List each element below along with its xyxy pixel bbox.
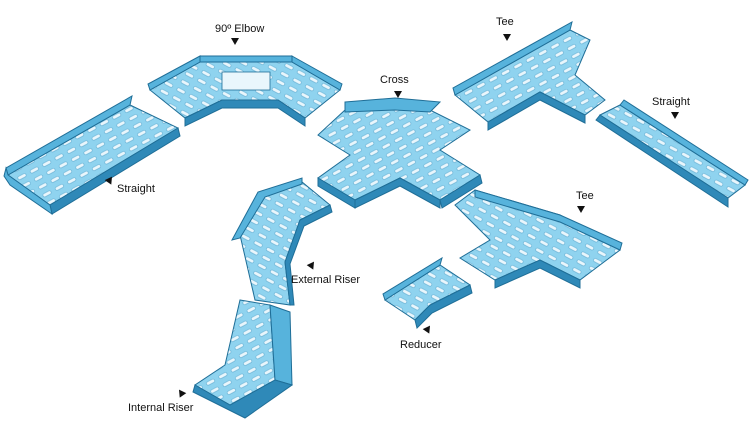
label-straight-right: Straight bbox=[652, 96, 690, 108]
reducer-tray bbox=[382, 256, 473, 329]
tee-tray-top bbox=[452, 21, 606, 131]
label-tee-top: Tee bbox=[496, 16, 514, 28]
elbow-tray bbox=[147, 55, 343, 127]
external-riser-tray bbox=[231, 177, 333, 306]
label-elbow: 90º Elbow bbox=[215, 23, 265, 35]
label-straight-left: Straight bbox=[117, 183, 155, 195]
pointer-elbow bbox=[231, 38, 239, 45]
straight-tray-left bbox=[3, 95, 181, 216]
label-external-riser: External Riser bbox=[291, 274, 361, 286]
cross-tray bbox=[317, 97, 483, 209]
pointer-straight-right bbox=[671, 112, 679, 119]
label-internal-riser: Internal Riser bbox=[128, 402, 194, 414]
label-reducer: Reducer bbox=[400, 339, 442, 351]
pointer-tee-top bbox=[503, 34, 511, 41]
straight-tray-right bbox=[595, 99, 749, 208]
label-tee-middle: Tee bbox=[576, 190, 594, 202]
internal-riser-tray bbox=[192, 299, 294, 419]
pointer-tee-middle bbox=[577, 206, 585, 213]
label-cross: Cross bbox=[380, 74, 409, 86]
pointer-cross bbox=[394, 91, 402, 98]
tee-tray-middle bbox=[454, 189, 623, 289]
